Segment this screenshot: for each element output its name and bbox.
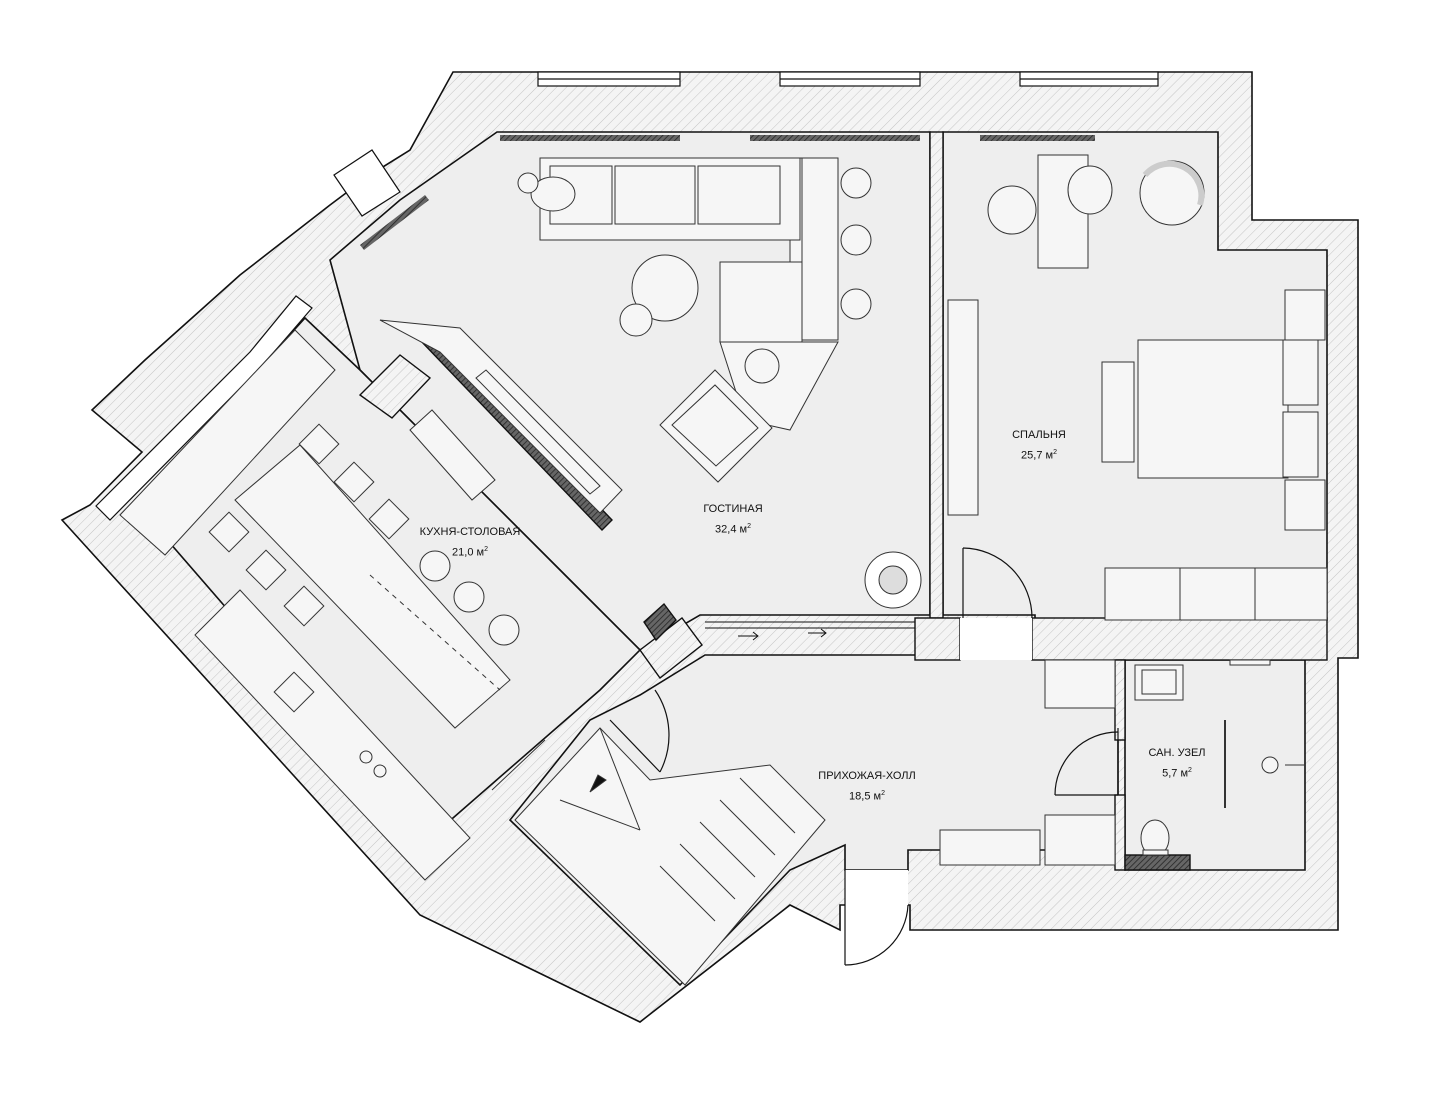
room-name: ГОСТИНАЯ <box>703 503 763 515</box>
sliding-door <box>705 621 915 641</box>
room-name: КУХНЯ-СТОЛОВАЯ <box>419 526 521 538</box>
room-area: 25,7 м2 <box>1021 449 1057 462</box>
room-area: 32,4 м2 <box>715 523 751 536</box>
hall-furniture <box>514 659 1116 986</box>
room-name: САН. УЗЕЛ <box>1148 747 1206 759</box>
room-area: 21,0 м2 <box>452 546 488 559</box>
living-room-furniture <box>360 135 1095 609</box>
room-area: 18,5 м2 <box>849 790 885 803</box>
room-label-bathroom: САН. УЗЕЛ 5,7 м2 <box>1148 745 1205 783</box>
door-swings <box>609 547 1119 966</box>
room-label-hall: ПРИХОЖАЯ-ХОЛЛ 18,5 м2 <box>818 768 915 806</box>
windows <box>95 71 1159 521</box>
room-label-living: ГОСТИНАЯ 32,4 м2 <box>703 501 762 539</box>
room-name: ПРИХОЖАЯ-ХОЛЛ <box>818 770 916 782</box>
bedroom-furniture <box>947 154 1328 621</box>
room-label-bedroom: СПАЛЬНЯ 25,7 м2 <box>1012 427 1066 465</box>
door-openings <box>845 618 1032 906</box>
room-label-kitchen: КУХНЯ-СТОЛОВАЯ 21,0 м2 <box>420 524 521 562</box>
room-area: 5,7 м2 <box>1162 767 1192 780</box>
kitchen-furniture <box>119 329 546 881</box>
room-name: СПАЛЬНЯ <box>1012 429 1066 441</box>
bathroom-fixtures <box>1134 659 1305 857</box>
